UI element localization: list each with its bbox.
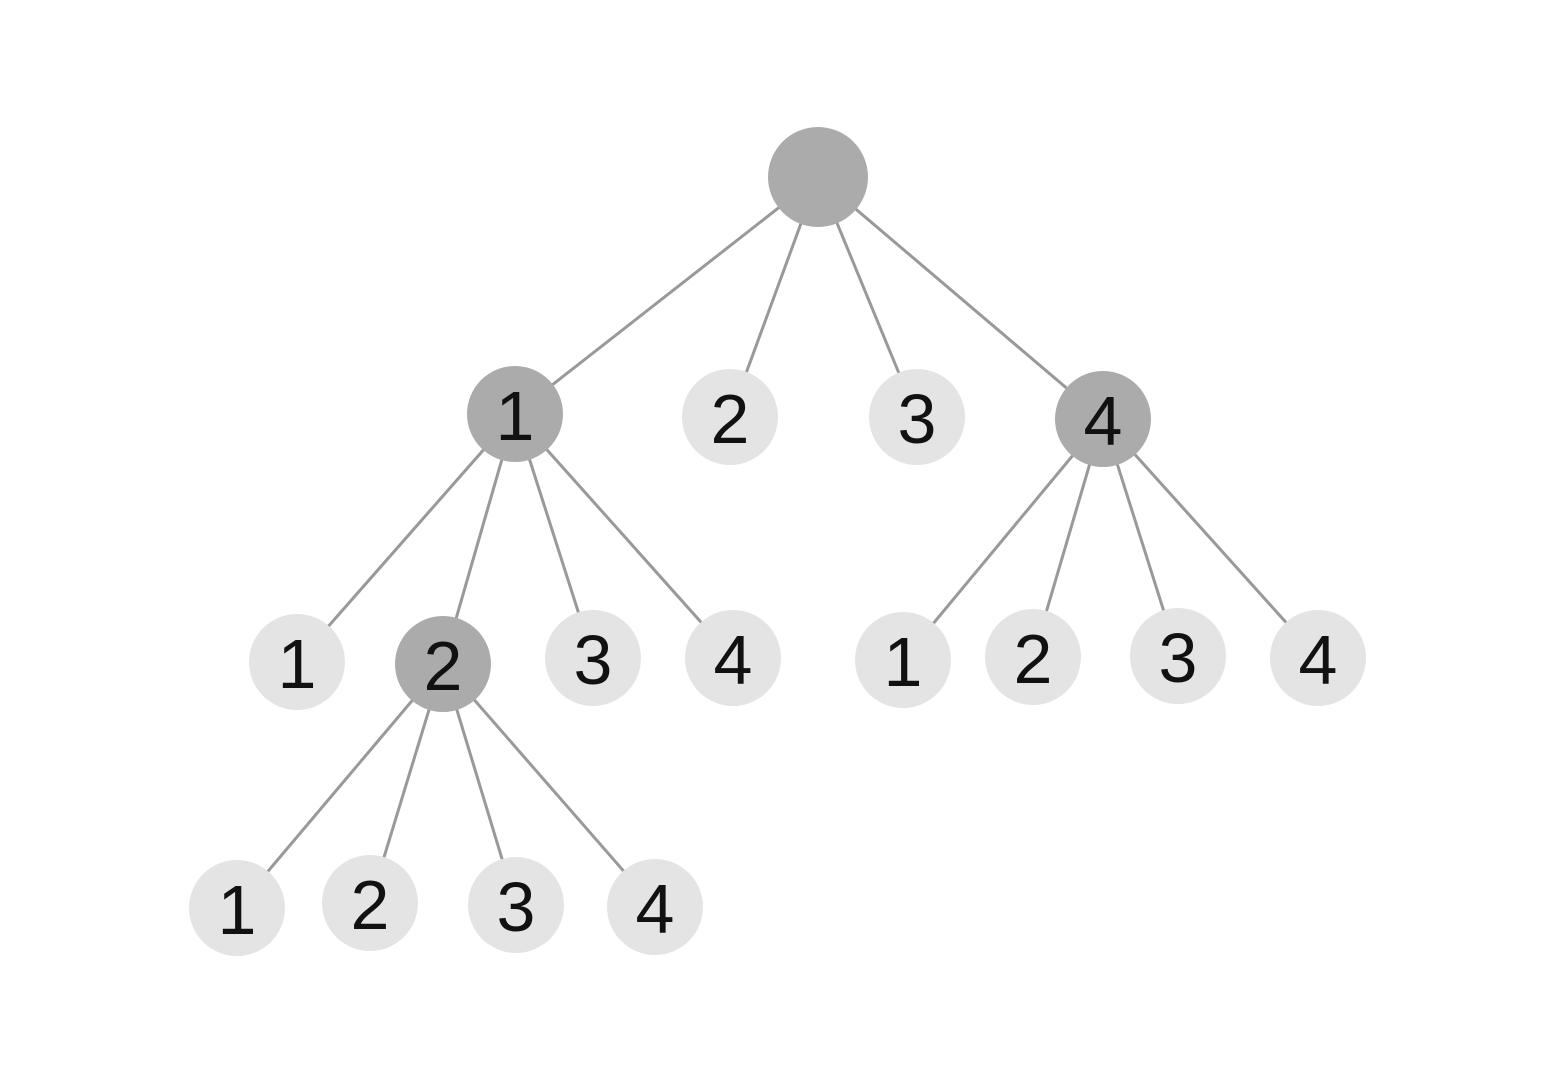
node-circle-expanded[interactable] bbox=[768, 127, 868, 227]
node-circle-leaf[interactable] bbox=[607, 859, 703, 955]
tree-node-n4-3[interactable]: 3 bbox=[1130, 608, 1226, 704]
node-label: 1 bbox=[218, 871, 257, 949]
tree-node-n1-3[interactable]: 3 bbox=[545, 610, 641, 706]
node-circle-leaf[interactable] bbox=[545, 610, 641, 706]
tree-edge-root-n4 bbox=[817, 175, 1104, 421]
node-label: 3 bbox=[1159, 619, 1198, 697]
node-label: 1 bbox=[278, 625, 317, 703]
tree-edge-root-n1 bbox=[514, 175, 819, 416]
node-label: 4 bbox=[714, 621, 753, 699]
node-circle-leaf[interactable] bbox=[468, 857, 564, 953]
tree-node-n1-4[interactable]: 4 bbox=[685, 610, 781, 706]
node-circle-leaf[interactable] bbox=[322, 855, 418, 951]
node-circle-expanded[interactable] bbox=[1055, 371, 1151, 467]
node-circle-leaf[interactable] bbox=[985, 609, 1081, 705]
tree-node-n4-1[interactable]: 1 bbox=[855, 612, 951, 708]
node-label: 1 bbox=[884, 623, 923, 701]
tree-node-n4-2[interactable]: 2 bbox=[985, 609, 1081, 705]
node-circle-leaf[interactable] bbox=[189, 860, 285, 956]
node-layer: 1 2 3 4 1 2 3 4 1 2 3 4 1 2 3 4 bbox=[189, 127, 1366, 956]
node-label: 1 bbox=[496, 377, 535, 455]
node-label: 2 bbox=[711, 380, 750, 458]
edge-layer bbox=[235, 175, 1320, 909]
tree-node-n1-2-4[interactable]: 4 bbox=[607, 859, 703, 955]
tree-edge-n1-n1-1 bbox=[295, 413, 517, 663]
node-label: 2 bbox=[351, 866, 390, 944]
node-circle-leaf[interactable] bbox=[869, 369, 965, 465]
node-circle-leaf[interactable] bbox=[855, 612, 951, 708]
tree-node-root[interactable] bbox=[768, 127, 868, 227]
node-circle-leaf[interactable] bbox=[682, 369, 778, 465]
node-circle-expanded[interactable] bbox=[467, 366, 563, 462]
tree-edge-n1-2-n1-2-4 bbox=[441, 663, 657, 908]
node-label: 3 bbox=[574, 621, 613, 699]
tree-node-n1[interactable]: 1 bbox=[467, 366, 563, 462]
tree-edge-n4-n4-4 bbox=[1101, 417, 1320, 660]
tree-node-n1-2-2[interactable]: 2 bbox=[322, 855, 418, 951]
node-circle-leaf[interactable] bbox=[249, 614, 345, 710]
node-label: 4 bbox=[1084, 382, 1123, 460]
node-label: 3 bbox=[898, 380, 937, 458]
node-label: 4 bbox=[1299, 621, 1338, 699]
tree-node-n2[interactable]: 2 bbox=[682, 369, 778, 465]
node-label: 2 bbox=[1014, 620, 1053, 698]
tree-node-n1-1[interactable]: 1 bbox=[249, 614, 345, 710]
tree-node-n3[interactable]: 3 bbox=[869, 369, 965, 465]
node-circle-leaf[interactable] bbox=[685, 610, 781, 706]
tree-node-n1-2-3[interactable]: 3 bbox=[468, 857, 564, 953]
node-circle-expanded[interactable] bbox=[395, 616, 491, 712]
node-circle-leaf[interactable] bbox=[1270, 610, 1366, 706]
tree-edge-n4-n4-1 bbox=[901, 418, 1105, 661]
node-circle-leaf[interactable] bbox=[1130, 608, 1226, 704]
node-label: 4 bbox=[636, 870, 675, 948]
tree-edge-n1-2-n1-2-1 bbox=[235, 663, 445, 909]
tree-node-n4-4[interactable]: 4 bbox=[1270, 610, 1366, 706]
node-label: 2 bbox=[424, 627, 463, 705]
tree-node-n1-2-1[interactable]: 1 bbox=[189, 860, 285, 956]
node-label: 3 bbox=[497, 868, 536, 946]
tree-node-n4[interactable]: 4 bbox=[1055, 371, 1151, 467]
tree-node-n1-2[interactable]: 2 bbox=[395, 616, 491, 712]
tree-edge-n1-n1-4 bbox=[513, 413, 735, 659]
